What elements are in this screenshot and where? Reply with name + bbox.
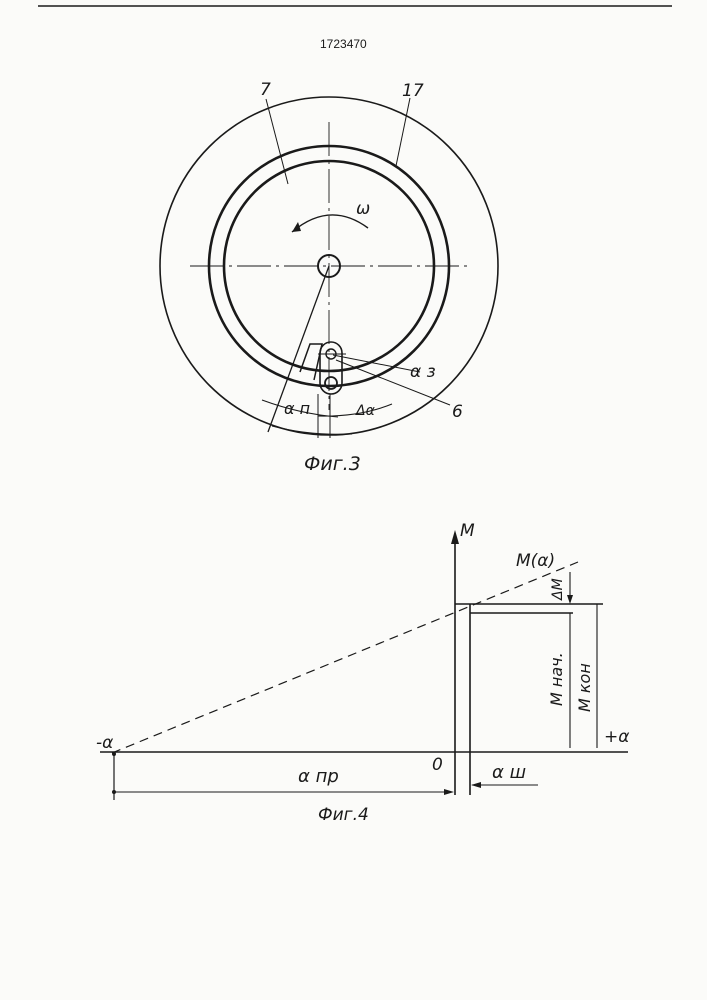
label-origin: 0 [432, 755, 443, 775]
stop-part [300, 344, 322, 380]
caption-fig-3: Фиг.3 [304, 453, 361, 475]
label-alpha-p: α п [284, 399, 310, 418]
rotation-arrowhead [292, 222, 301, 232]
leader-17 [396, 98, 410, 166]
label-disk-7: 7 [260, 80, 271, 100]
document-number: 1723470 [320, 37, 367, 51]
label-alpha-sh: α ш [492, 762, 526, 783]
label-minus-alpha: -α [96, 733, 113, 753]
label-m-nach: M нач. [547, 652, 566, 706]
leader-7 [266, 99, 288, 184]
label-m-axis: M [460, 521, 475, 541]
delta-m-arrowhead [567, 595, 573, 604]
label-delta-alpha: Δα [355, 403, 376, 419]
label-alpha-pr: α пр [298, 766, 339, 787]
label-alpha-z: α з [410, 362, 436, 382]
alpha-pr-origin-dot [112, 790, 116, 794]
label-part-6: 6 [452, 402, 463, 422]
label-ring-17: 17 [402, 81, 424, 101]
m-alpha-line [112, 562, 578, 753]
alpha-sh-arrowhead [471, 782, 481, 788]
label-delta-m: ΔM [550, 578, 566, 601]
caption-fig-4: Фиг.4 [318, 805, 369, 825]
label-omega: ω [356, 199, 370, 219]
label-plus-alpha: +α [604, 727, 629, 747]
label-m-alpha: M(α) [516, 551, 555, 571]
dim-arc-outer [272, 426, 352, 434]
figure-3: 7 17 ω α з 6 α п Δα Фиг.3 [160, 80, 498, 475]
m-axis-arrowhead [451, 530, 459, 544]
alpha-pr-arrowhead [444, 789, 454, 795]
label-m-kon: M кон [575, 663, 594, 712]
figure-4: M M(α) ΔM M нач. M кон -α +α 0 α пр α ш … [96, 521, 629, 825]
